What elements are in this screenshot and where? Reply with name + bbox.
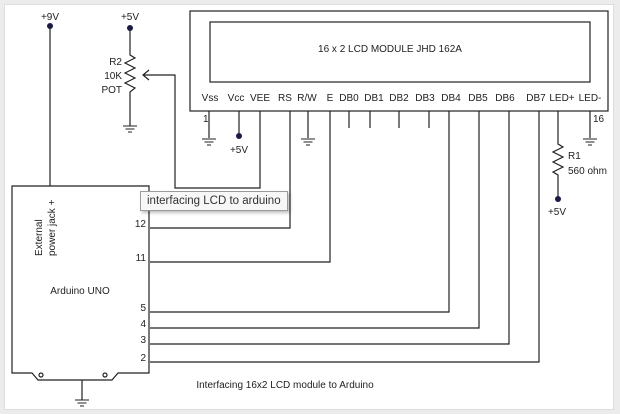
- lcd-pin-label: Vcc: [228, 93, 245, 104]
- r1-supply-label: +5V: [548, 207, 566, 218]
- lcd-pin-label: DB4: [441, 93, 461, 104]
- arduino-pin-label: 11: [136, 253, 147, 264]
- lcd-title: 16 x 2 LCD MODULE JHD 162A: [318, 44, 462, 55]
- lcd-pin-label: R/W: [297, 93, 317, 104]
- e-wire: [150, 111, 331, 263]
- pin-1-label: 1: [203, 114, 209, 125]
- lcd-pin-label: LED+: [549, 93, 574, 104]
- rs-wire: [150, 111, 291, 229]
- lcd-pin-label: DB7: [526, 93, 546, 104]
- arduino-pin-label: 12: [135, 219, 147, 230]
- rw-ground-icon: [300, 138, 316, 146]
- vee-wire: [143, 74, 261, 189]
- vcc-supply-label: +5V: [230, 145, 248, 156]
- lcd-pin-label: DB5: [468, 93, 488, 104]
- lcd-pin-label: DB3: [415, 93, 435, 104]
- jack-label-1: External: [34, 219, 45, 256]
- pot-supply-label: +5V: [121, 12, 139, 23]
- wiper-arrow-icon: [142, 69, 150, 81]
- arduino-ground-icon: [74, 399, 90, 407]
- db7-wire: [150, 111, 540, 363]
- lcd-pin-label: LED-: [579, 93, 602, 104]
- r1-supply-node: [555, 196, 561, 202]
- pot-value: 10K: [104, 71, 122, 82]
- lcd-pin-label: DB6: [495, 93, 515, 104]
- arduino-pin-label: 2: [140, 353, 146, 364]
- lcd-pin-label: DB1: [364, 93, 384, 104]
- lcd-pin-label: E: [327, 93, 334, 104]
- db0-db3-stubs: [348, 111, 430, 128]
- vcc-node: [236, 133, 242, 139]
- arduino-name: Arduino UNO: [50, 286, 110, 297]
- led-minus-ground-icon: [582, 138, 598, 146]
- db6-wire: [150, 111, 510, 345]
- db4-wire: [150, 111, 450, 313]
- db5-wire: [150, 111, 480, 329]
- pot-name: R2: [109, 57, 122, 68]
- lcd-screen: [209, 21, 591, 83]
- arduino-board: [11, 185, 150, 381]
- r1-resistor: [551, 111, 565, 197]
- supply-9v-label: +9V: [41, 12, 59, 23]
- arduino-pin-label: 5: [140, 303, 146, 314]
- lcd-pin-label: DB0: [339, 93, 359, 104]
- pin-16-label: 16: [593, 114, 605, 125]
- r1-value: 560 ohm: [568, 166, 607, 177]
- caption: Interfacing 16x2 LCD module to Arduino: [196, 380, 374, 391]
- pot-resistor: [123, 28, 137, 126]
- r1-name: R1: [568, 151, 581, 162]
- arduino-pin-label: 3: [140, 335, 146, 346]
- lcd-pin-label: RS: [278, 93, 292, 104]
- lcd-pin-label: DB2: [389, 93, 409, 104]
- vss-ground-icon: [201, 138, 217, 146]
- mount-hole: [102, 372, 108, 378]
- schematic-sheet: [4, 4, 614, 410]
- tooltip: interfacing LCD to arduino: [140, 191, 288, 211]
- mount-hole: [38, 372, 44, 378]
- jack-label-2: power jack +: [47, 199, 58, 256]
- lcd-pin-label: Vss: [202, 93, 219, 104]
- lcd-pin-label: VEE: [250, 93, 270, 104]
- pot-ground-icon: [122, 125, 138, 133]
- pot-type: POT: [101, 85, 122, 96]
- arduino-pin-label: 4: [140, 319, 146, 330]
